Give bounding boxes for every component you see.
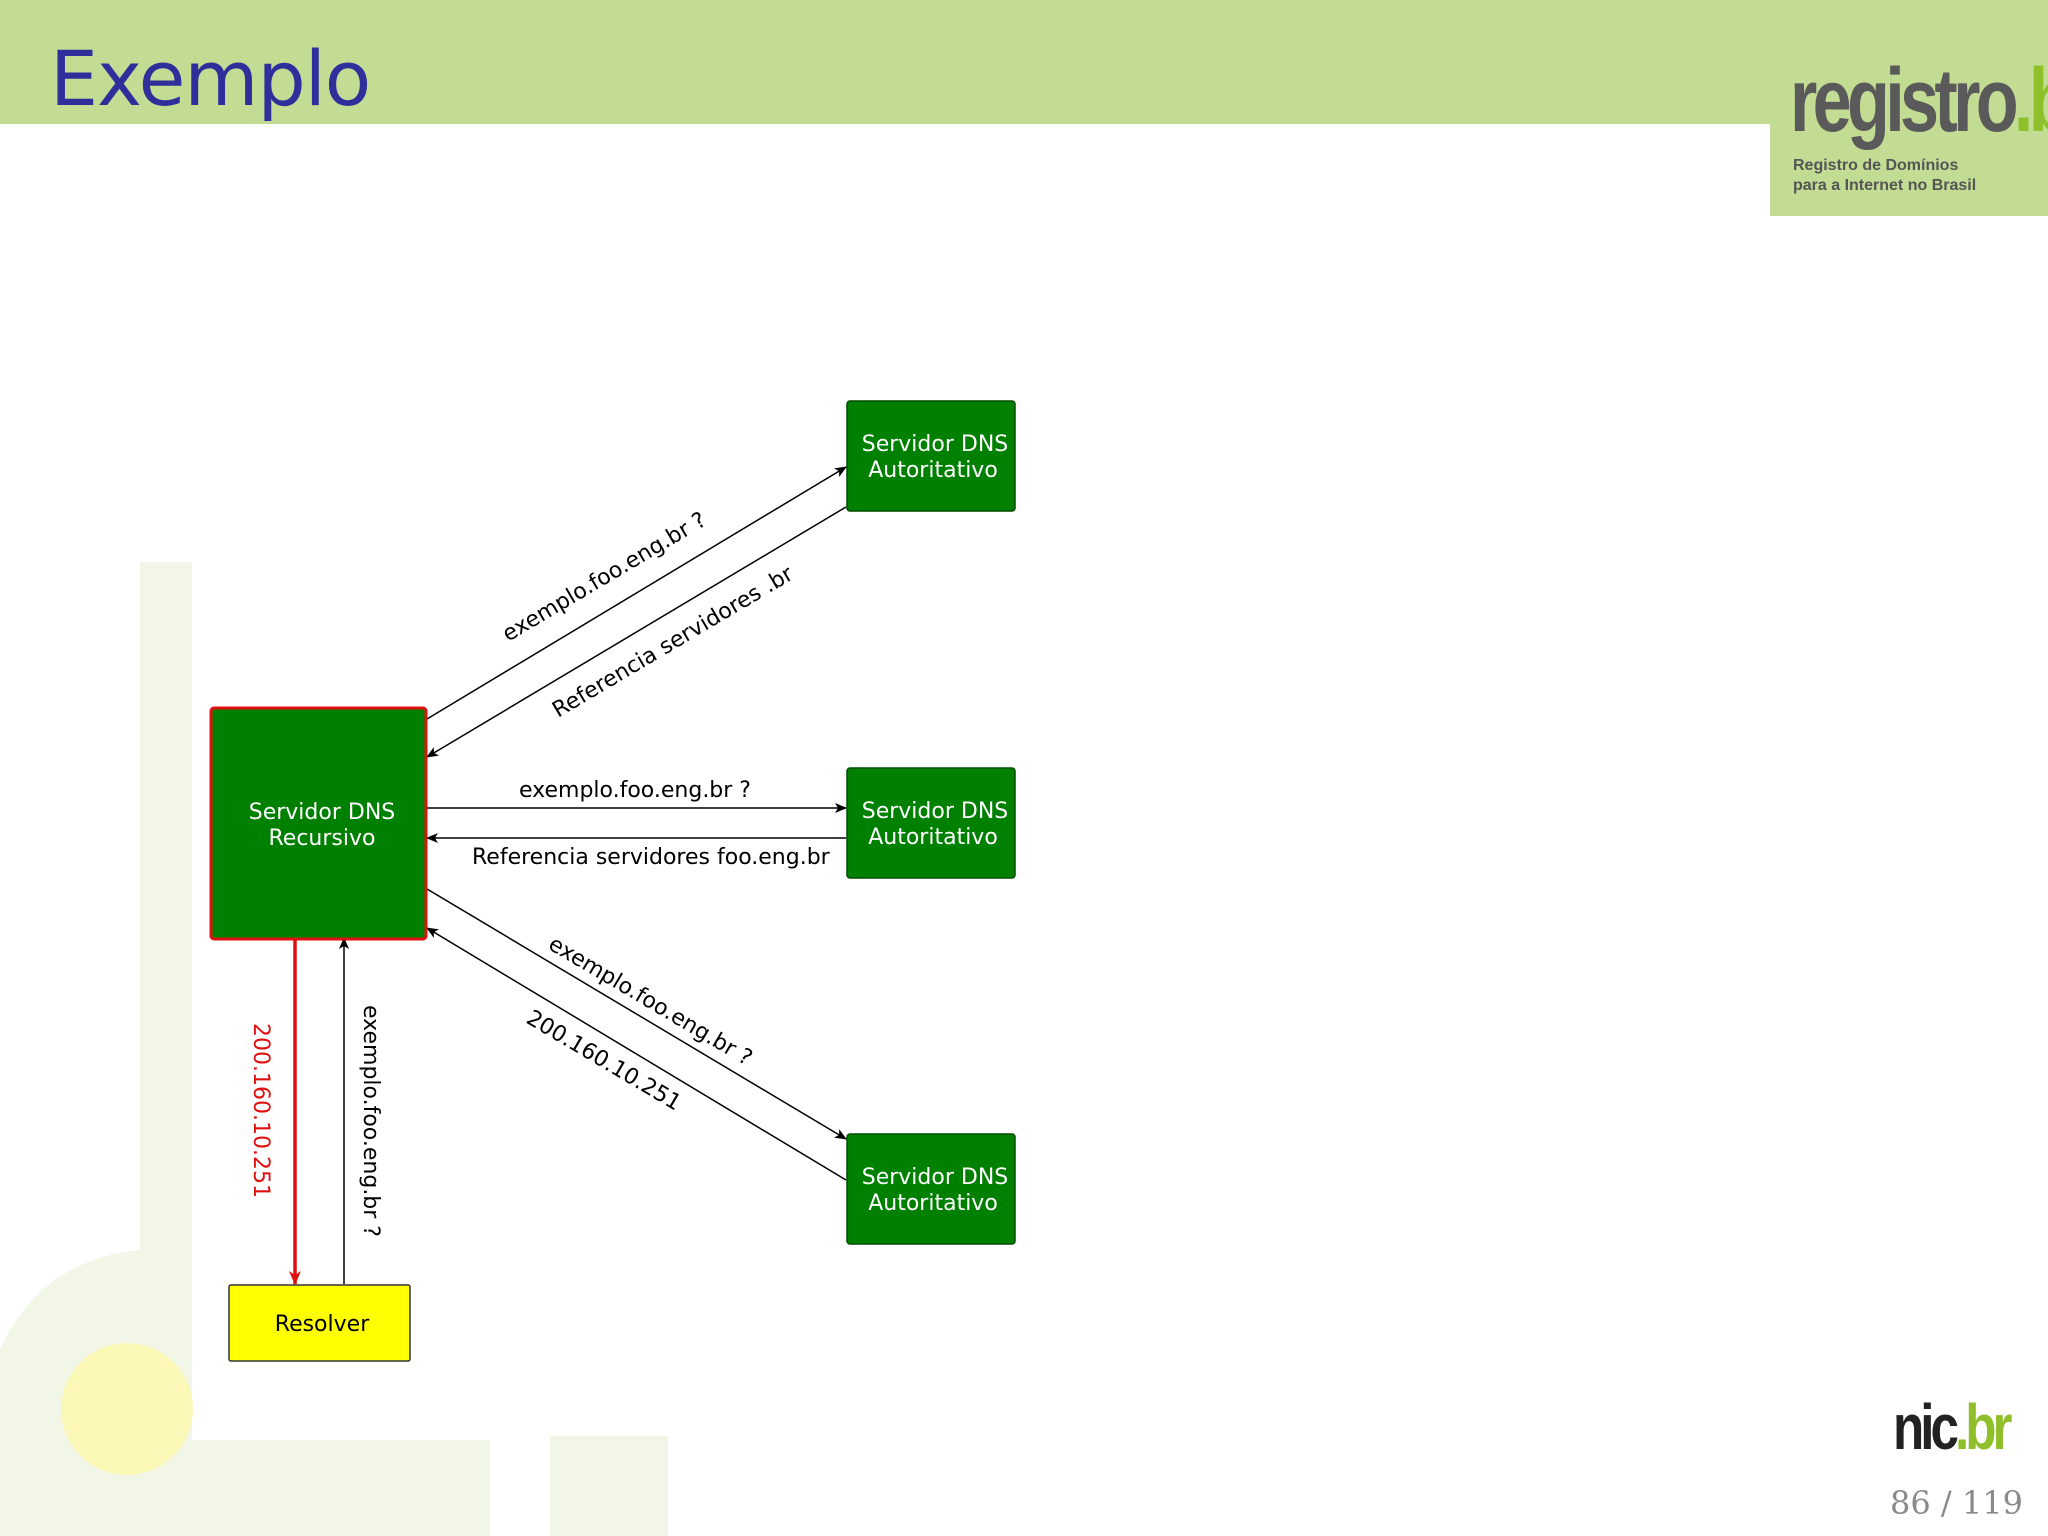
registro-br-logo: registro.br — [1790, 50, 2048, 153]
node-recursive-line1: Servidor DNS — [249, 800, 396, 825]
node-auth-mid: Servidor DNS Autoritativo — [846, 767, 1016, 879]
background-watermark — [0, 562, 668, 1536]
edge-reply-top — [426, 506, 847, 758]
edge-resolver-query-label: exemplo.foo.eng.br ? — [358, 1005, 383, 1237]
slide-title: Exemplo — [50, 34, 371, 123]
edge-query-bottom — [426, 888, 847, 1140]
node-auth-bottom: Servidor DNS Autoritativo — [846, 1133, 1016, 1245]
edge-reply-mid-label: Referencia servidores foo.eng.br — [472, 845, 831, 870]
node-auth-top-line2: Autoritativo — [868, 458, 998, 483]
node-auth-mid-line1: Servidor DNS — [862, 799, 1009, 824]
registro-logo-tld: br — [2029, 51, 2048, 151]
nic-br-logo: nic.br — [1893, 1390, 2012, 1464]
registro-logo-dot: . — [2013, 51, 2034, 151]
edge-query-top — [426, 466, 847, 720]
node-resolver: Resolver — [228, 1284, 411, 1362]
nic-logo-tld: br — [1965, 1391, 2012, 1463]
registro-sub-line2: para a Internet no Brasil — [1793, 177, 1977, 194]
node-resolver-label: Resolver — [275, 1312, 370, 1337]
edge-reply-bottom — [426, 927, 847, 1181]
header-curve — [0, 124, 1770, 164]
registro-sub-line1: Registro de Domínios — [1793, 157, 1959, 174]
registro-logo-subtitle: Registro de Domínios para a Internet no … — [1793, 156, 1976, 196]
logo-panel — [1770, 124, 2048, 216]
nic-logo-word: nic — [1893, 1391, 1959, 1463]
edge-query-mid-label: exemplo.foo.eng.br ? — [519, 778, 751, 803]
nic-logo-dot: . — [1954, 1391, 1969, 1463]
node-auth-bottom-line1: Servidor DNS — [862, 1165, 1009, 1190]
node-auth-top-line1: Servidor DNS — [862, 432, 1009, 457]
edge-resolver-answer-label: 200.160.10.251 — [248, 1023, 273, 1198]
page-number: 86 / 119 — [1890, 1484, 2023, 1522]
node-auth-mid-line2: Autoritativo — [868, 825, 998, 850]
header-band — [0, 0, 2048, 124]
node-recursive-line2: Recursivo — [269, 826, 376, 851]
node-auth-top: Servidor DNS Autoritativo — [846, 400, 1016, 512]
node-auth-bottom-line2: Autoritativo — [868, 1191, 998, 1216]
registro-logo-word: registro — [1790, 51, 2019, 151]
node-recursive-server: Servidor DNS Recursivo — [209, 706, 428, 941]
